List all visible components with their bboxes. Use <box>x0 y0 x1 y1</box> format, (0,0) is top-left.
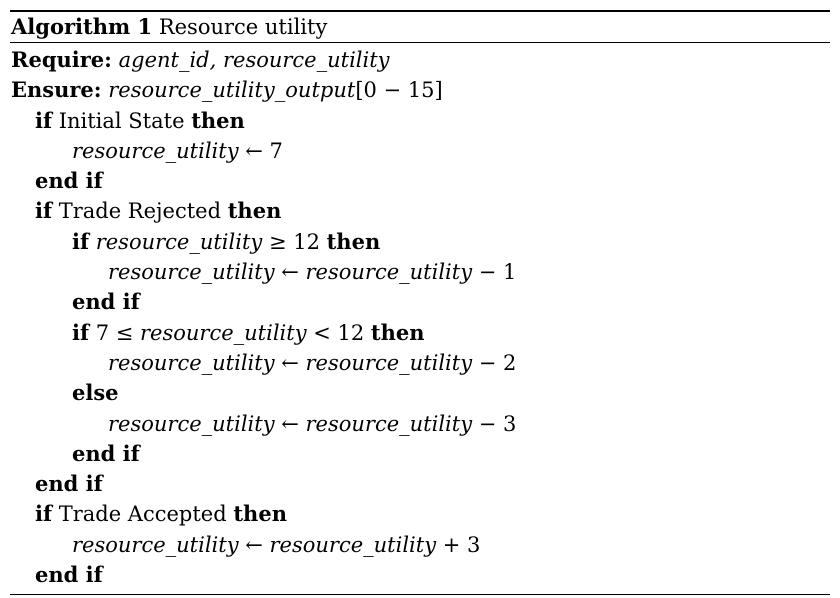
line-text: < 12 <box>306 320 371 345</box>
line-text: − 2 <box>472 350 517 375</box>
math-variable: resource_utility <box>108 260 275 285</box>
line-text: ← <box>274 260 306 285</box>
line-text: − 3 <box>472 411 517 436</box>
math-variable: resource_utility <box>140 320 307 345</box>
math-variable: resource_utility <box>108 350 275 375</box>
line-text: Trade Accepted <box>52 502 234 527</box>
line-text: − 1 <box>472 260 517 285</box>
keyword: if <box>72 228 90 254</box>
math-variable: resource_utility <box>305 411 473 436</box>
math-variable: resource_utility <box>108 411 275 436</box>
algorithm-title: Resource utility <box>158 15 328 39</box>
keyword: if <box>35 501 53 527</box>
keyword: end if <box>72 289 140 315</box>
keyword: if <box>35 198 53 224</box>
line-text: ← <box>238 532 270 557</box>
math-variable: resource_utility_output <box>108 78 356 103</box>
keyword: end if <box>35 168 103 194</box>
algorithm-line: resource_utility ← resource_utility − 2 <box>10 348 830 378</box>
line-text: Trade Rejected <box>52 199 228 224</box>
algorithm-label: Algorithm 1 <box>11 14 153 39</box>
keyword: Ensure: <box>11 77 102 103</box>
line-text: 7 ≤ <box>89 320 140 345</box>
top-rule <box>10 10 830 12</box>
keyword: if <box>35 107 53 133</box>
line-text <box>112 48 119 72</box>
keyword: end if <box>35 471 103 497</box>
math-variable: resource_utility <box>269 532 437 557</box>
keyword: end if <box>72 440 140 466</box>
algorithm-line: if 7 ≤ resource_utility < 12 then <box>10 318 830 348</box>
line-text: ← <box>274 411 306 436</box>
keyword: then <box>370 319 425 345</box>
line-text: ← 7 <box>238 138 283 163</box>
algorithm-caption: Algorithm 1 Resource utility <box>10 12 830 42</box>
keyword: end if <box>35 562 103 588</box>
keyword: then <box>326 228 381 254</box>
math-variable: resource_utility <box>72 138 239 163</box>
algorithm-line: resource_utility ← 7 <box>10 136 830 166</box>
line-text: ← <box>274 350 306 375</box>
algorithm-line: end if <box>10 287 830 317</box>
algorithm-line: if Initial State then <box>10 106 830 136</box>
algorithm-line: end if <box>10 439 830 469</box>
algorithm-block: Algorithm 1 Resource utility Require: ag… <box>10 10 830 596</box>
keyword: else <box>72 380 119 406</box>
algorithm-line: end if <box>10 560 830 590</box>
algorithm-line: end if <box>10 469 830 499</box>
algorithm-line: if resource_utility ≥ 12 then <box>10 227 830 257</box>
math-variable: resource_utility <box>95 229 263 254</box>
math-variable: agent_id, resource_utility <box>118 48 390 72</box>
line-text: + 3 <box>436 532 481 557</box>
line-text <box>89 230 96 254</box>
algorithm-line: resource_utility ← resource_utility + 3 <box>10 530 830 560</box>
line-text: ≥ 12 <box>262 229 327 254</box>
algorithm-line: resource_utility ← resource_utility − 1 <box>10 257 830 287</box>
bottom-rule <box>10 594 830 596</box>
algorithm-line: if Trade Accepted then <box>10 499 830 529</box>
line-text: Initial State <box>52 108 192 133</box>
keyword: if <box>72 319 90 345</box>
algorithm-line: resource_utility ← resource_utility − 3 <box>10 409 830 439</box>
keyword: then <box>191 107 245 133</box>
algorithm-line: else <box>10 378 830 408</box>
math-variable: resource_utility <box>305 350 473 375</box>
keyword: then <box>233 501 287 527</box>
keyword: Require: <box>11 47 112 72</box>
line-text: [0 − 15] <box>355 78 443 103</box>
algorithm-line: end if <box>10 166 830 196</box>
algorithm-line: Require: agent_id, resource_utility <box>10 45 830 75</box>
caption-rule <box>10 42 830 43</box>
algorithm-line: Ensure: resource_utility_output[0 − 15] <box>10 75 830 105</box>
keyword: then <box>227 198 282 224</box>
math-variable: resource_utility <box>305 260 473 285</box>
math-variable: resource_utility <box>72 532 239 557</box>
algorithm-line: if Trade Rejected then <box>10 196 830 226</box>
